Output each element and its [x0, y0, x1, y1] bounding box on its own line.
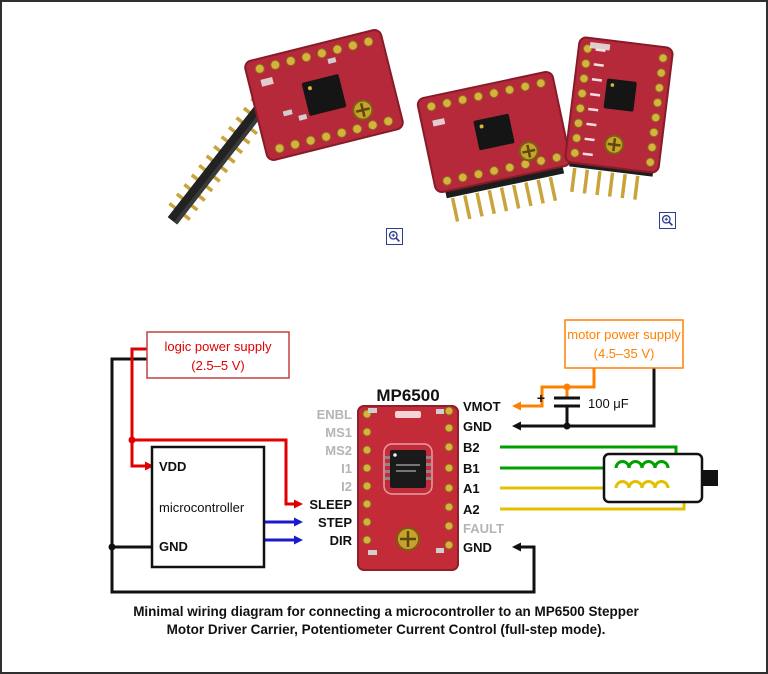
pin-label-i2: I2 — [341, 479, 352, 494]
smd-component — [368, 408, 377, 413]
caption-line-2: Motor Driver Carrier, Potentiometer Curr… — [166, 621, 606, 637]
smd-component — [327, 57, 337, 64]
smd-component — [436, 548, 444, 553]
magnifier-plus-icon — [388, 230, 400, 242]
pin-label-i1: I1 — [341, 461, 352, 476]
board-pads-right — [444, 406, 454, 550]
driver-chip — [301, 74, 347, 116]
wiring-diagram: + 100 μF logic power supply (2.5–5 V) mo… — [108, 319, 718, 594]
driver-chip — [603, 78, 637, 112]
orange-junction-dot — [563, 383, 571, 391]
bulk-capacitor: + 100 μF — [537, 390, 629, 411]
enlarge-right-photo-button[interactable] — [659, 212, 676, 229]
assembled-board-b — [564, 36, 674, 201]
gnd-top-arrow — [512, 421, 521, 431]
smd-component — [282, 109, 293, 117]
logic-supply-voltage: (2.5–5 V) — [191, 358, 244, 373]
driver-chip — [385, 450, 431, 488]
pin-label-a1: A1 — [463, 481, 480, 496]
current-potentiometer — [604, 134, 625, 155]
pin-label-b2: B2 — [463, 440, 480, 455]
pin-label-vmot: VMOT — [463, 399, 501, 414]
motor-power-supply-box: motor power supply (4.5–35 V) — [564, 319, 684, 369]
pin-label-b1: B1 — [463, 461, 480, 476]
pin-label-enbl: ENBL — [317, 407, 352, 422]
left-pin-labels: ENBL MS1 MS2 I1 I2 SLEEP STEP DIR — [309, 407, 352, 548]
current-potentiometer — [352, 99, 374, 121]
magnifier-plus-icon — [661, 214, 673, 226]
pin-label-a2: A2 — [463, 502, 480, 517]
header-pins — [570, 167, 649, 201]
sleep-arrow — [294, 499, 303, 509]
chip-pin1-dot — [479, 124, 484, 129]
chip-pin1-dot — [610, 83, 615, 87]
product-photo-board-and-headers[interactable] — [165, 29, 405, 225]
assembled-board-a — [416, 71, 572, 222]
pin-label-fault: FAULT — [463, 521, 504, 536]
vmot-arrow — [512, 401, 521, 411]
silkscreen-logo — [395, 411, 421, 418]
logic-power-wires — [130, 347, 294, 506]
current-potentiometer — [518, 141, 539, 162]
dir-arrow — [294, 535, 303, 545]
board-pads — [570, 44, 668, 167]
board-pads-left — [362, 409, 372, 545]
step-dir-wires — [264, 520, 294, 542]
motor-supply-voltage: (4.5–35 V) — [594, 346, 655, 361]
logic-power-supply-box: logic power supply (2.5–5 V) — [146, 331, 290, 379]
current-potentiometer — [396, 527, 420, 551]
board-title: MP6500 — [376, 386, 439, 405]
pin-label-step: STEP — [318, 515, 352, 530]
black-junction-dot — [108, 543, 116, 551]
pin-label-dir: DIR — [330, 533, 353, 548]
enlarge-left-photo-button[interactable] — [386, 228, 403, 245]
driver-board-illustration — [357, 405, 459, 571]
chip-pin1-dot — [307, 86, 312, 91]
product-photo-assembled-boards[interactable] — [416, 36, 674, 222]
silkscreen-frame — [383, 443, 433, 495]
board-pads — [254, 36, 394, 154]
pin-label-gnd-top: GND — [463, 419, 492, 434]
carrier-board-photo — [244, 29, 404, 161]
diagram-caption: Minimal wiring diagram for connecting a … — [2, 603, 766, 638]
wire-arrowheads — [145, 401, 521, 552]
driver-chip — [473, 113, 515, 151]
capacitor-plus-sign: + — [537, 390, 545, 406]
coil-a-winding — [614, 480, 670, 489]
silkscreen-mark — [260, 77, 274, 87]
board-pads — [426, 78, 562, 186]
red-junction-dot — [128, 436, 136, 444]
caption-line-1: Minimal wiring diagram for connecting a … — [133, 604, 639, 619]
micro-name-label: microcontroller — [159, 500, 245, 515]
stepper-motor — [602, 452, 718, 504]
pin-label-sleep: SLEEP — [309, 497, 352, 512]
pin-label-ms2: MS2 — [325, 443, 352, 458]
smd-component — [368, 550, 377, 555]
micro-gnd-label: GND — [159, 539, 188, 554]
coil-b-winding — [614, 460, 670, 469]
capacitor-value: 100 μF — [588, 396, 629, 411]
pin-label-gnd-bottom: GND — [463, 540, 492, 555]
step-arrow — [294, 517, 303, 527]
silkscreen-pin-labels — [582, 48, 606, 157]
right-pin-labels: VMOT GND B2 B1 A1 A2 FAULT GND — [463, 399, 504, 555]
motor-power-wires — [521, 368, 596, 408]
micro-vdd-label: VDD — [159, 459, 186, 474]
pin-label-ms1: MS1 — [325, 425, 352, 440]
smd-component — [436, 409, 444, 414]
motor-shaft — [702, 470, 718, 486]
silkscreen-mark — [432, 118, 446, 127]
silkscreen-mark — [589, 42, 611, 51]
gnd-bottom-arrow — [512, 542, 521, 552]
motor-supply-label: motor power supply — [567, 327, 681, 342]
logic-supply-label: logic power supply — [165, 339, 272, 354]
microcontroller-box: VDD microcontroller GND — [150, 445, 266, 569]
vdd-arrow — [145, 461, 154, 471]
gnd-junction-dot — [563, 422, 571, 430]
smd-component — [298, 113, 308, 121]
